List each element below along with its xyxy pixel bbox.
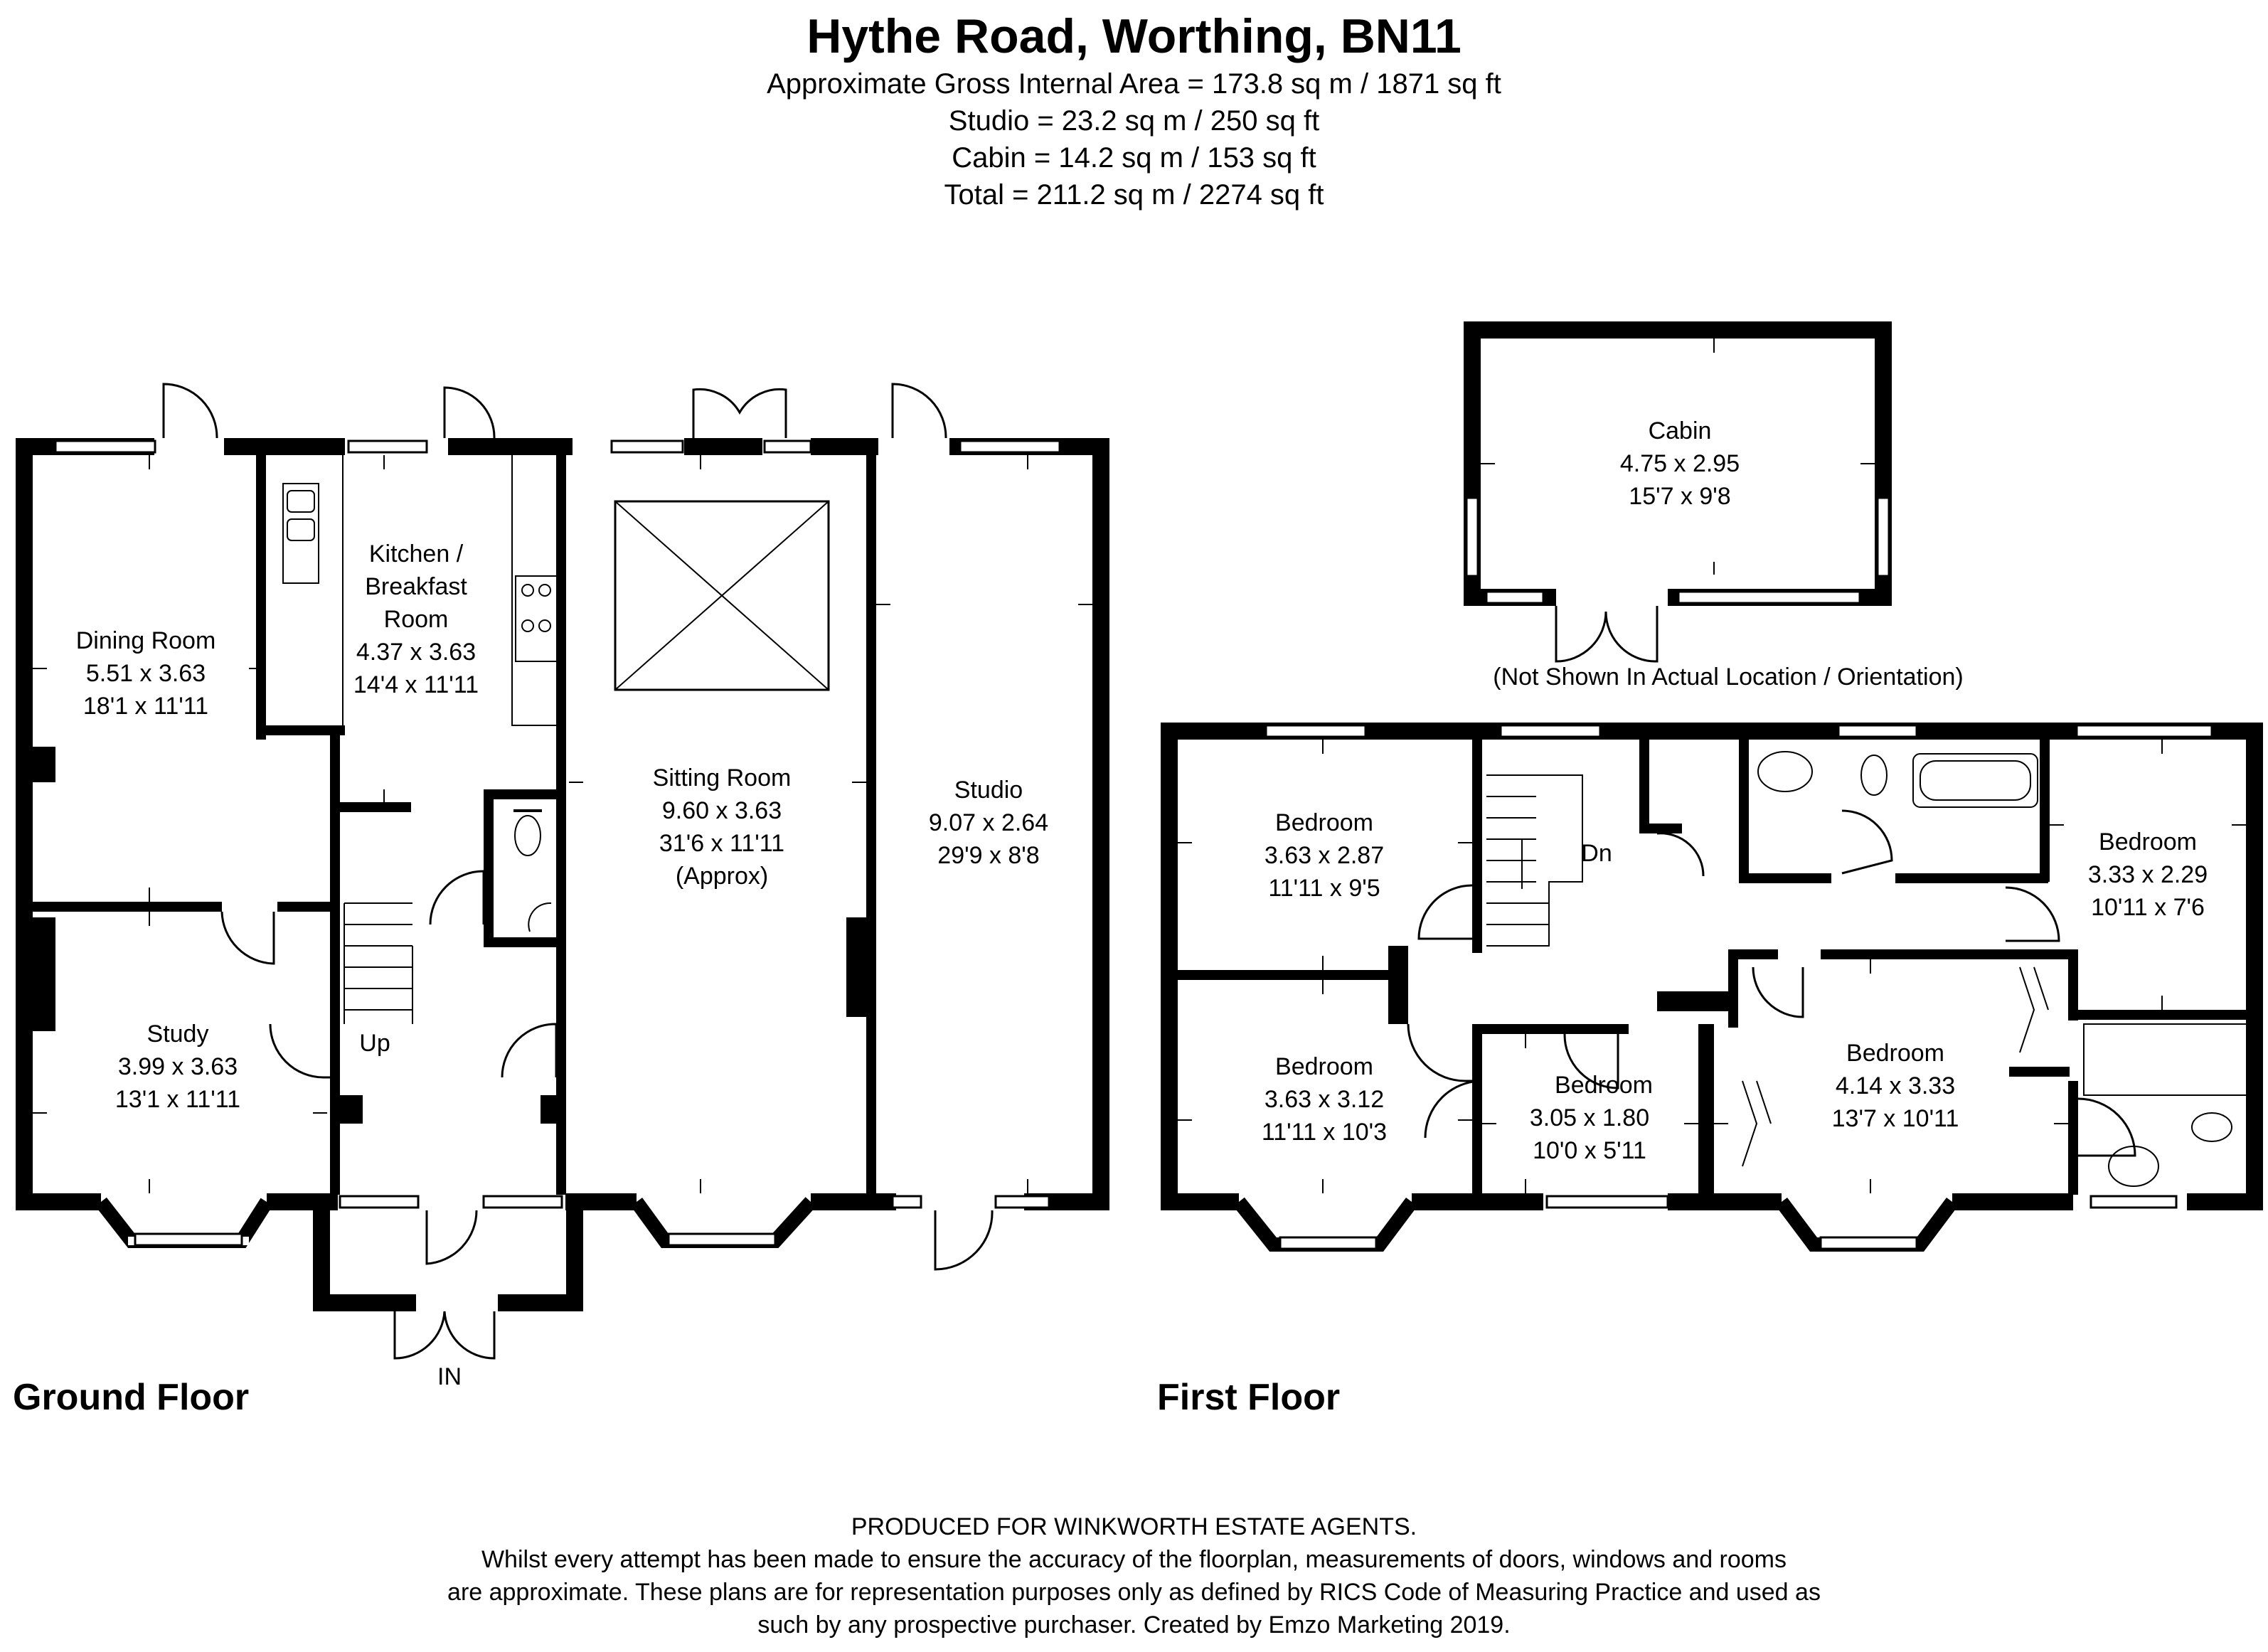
disclaimer: PRODUCED FOR WINKWORTH ESTATE AGENTS. Wh…: [0, 1510, 2268, 1641]
studio-area: Studio = 23.2 sq m / 250 sq ft: [948, 105, 1320, 137]
sitting-room-metric: 9.60 x 3.63: [662, 797, 782, 824]
cabin-name: Cabin: [1649, 417, 1712, 444]
studio-name: Studio: [954, 777, 1023, 804]
cabin-labels: Cabin 4.75 x 2.95 15'7 x 9'8 (Not Shown …: [1493, 417, 1963, 691]
studio-imperial: 29'9 x 8'8: [937, 842, 1039, 869]
sitting-room-name: Sitting Room: [653, 764, 792, 792]
dining-room-name: Dining Room: [76, 627, 216, 654]
cabin-location-note: (Not Shown In Actual Location / Orientat…: [1493, 664, 1963, 691]
disclaimer-line-4: such by any prospective purchaser. Creat…: [757, 1611, 1511, 1638]
cabin-metric: 4.75 x 2.95: [1620, 450, 1740, 477]
study-metric: 3.99 x 3.63: [118, 1053, 238, 1080]
disclaimer-line-1: PRODUCED FOR WINKWORTH ESTATE AGENTS.: [851, 1513, 1417, 1540]
sitting-room-imperial: 31'6 x 11'11: [659, 830, 784, 857]
kitchen-name-line2: Breakfast: [365, 573, 467, 600]
bedroom-top-left-name: Bedroom: [1275, 809, 1373, 836]
bedroom-main-imperial: 13'7 x 10'11: [1832, 1105, 1959, 1132]
first-floor-plan: [1161, 723, 2263, 1252]
property-title: Hythe Road, Worthing, BN11: [806, 9, 1462, 63]
bedroom-bottom-left-metric: 3.63 x 3.12: [1265, 1086, 1384, 1113]
sitting-room-approx: (Approx): [676, 863, 768, 890]
dining-room-metric: 5.51 x 3.63: [86, 660, 206, 687]
dining-room-imperial: 18'1 x 11'11: [83, 693, 208, 720]
study-imperial: 13'1 x 11'11: [115, 1086, 240, 1113]
stairs-up-label: Up: [359, 1030, 390, 1057]
studio-metric: 9.07 x 2.64: [929, 809, 1048, 836]
bedroom-right-metric: 3.33 x 2.29: [2088, 861, 2208, 888]
bedroom-main-name: Bedroom: [1846, 1040, 1944, 1067]
ground-floor-plan: [16, 383, 1109, 1360]
cabin-area: Cabin = 14.2 sq m / 153 sq ft: [952, 142, 1316, 174]
disclaimer-line-2: Whilst every attempt has been made to en…: [481, 1546, 1787, 1573]
bedroom-top-left-imperial: 11'11 x 9'5: [1268, 875, 1380, 902]
bedroom-right-imperial: 10'11 x 7'6: [2091, 894, 2205, 921]
bedroom-bottom-left-imperial: 11'11 x 10'3: [1262, 1119, 1387, 1146]
total-area: Total = 211.2 sq m / 2274 sq ft: [944, 179, 1324, 211]
bedroom-small-name: Bedroom: [1555, 1072, 1653, 1099]
bedroom-small-metric: 3.05 x 1.80: [1530, 1104, 1649, 1131]
header: Hythe Road, Worthing, BN11 Approximate G…: [0, 7, 2268, 213]
first-room-labels: Bedroom 3.63 x 2.87 11'11 x 9'5 Bedroom …: [1262, 809, 2208, 1164]
ground-floor-label: Ground Floor: [13, 1377, 250, 1418]
disclaimer-line-3: are approximate. These plans are for rep…: [447, 1579, 1821, 1606]
kitchen-name-line3: Room: [384, 606, 449, 633]
study-name: Study: [147, 1020, 209, 1048]
bedroom-bottom-left-name: Bedroom: [1275, 1053, 1373, 1080]
stairs-down-label: Dn: [1581, 840, 1612, 867]
kitchen-imperial: 14'4 x 11'11: [353, 671, 479, 698]
bedroom-small-imperial: 10'0 x 5'11: [1533, 1137, 1646, 1164]
bedroom-top-left-metric: 3.63 x 2.87: [1265, 842, 1384, 869]
kitchen-metric: 4.37 x 3.63: [356, 639, 476, 666]
ground-room-labels: Dining Room 5.51 x 3.63 18'1 x 11'11 Kit…: [76, 540, 1048, 1390]
cabin-plan: [1464, 321, 1892, 663]
bedroom-main-metric: 4.14 x 3.33: [1836, 1072, 1955, 1099]
entrance-label: IN: [437, 1363, 462, 1390]
gross-internal-area: Approximate Gross Internal Area = 173.8 …: [767, 68, 1501, 100]
bedroom-right-name: Bedroom: [2099, 828, 2197, 856]
first-floor-label: First Floor: [1157, 1377, 1341, 1418]
cabin-imperial: 15'7 x 9'8: [1629, 483, 1730, 510]
kitchen-name-line1: Kitchen /: [369, 540, 464, 567]
